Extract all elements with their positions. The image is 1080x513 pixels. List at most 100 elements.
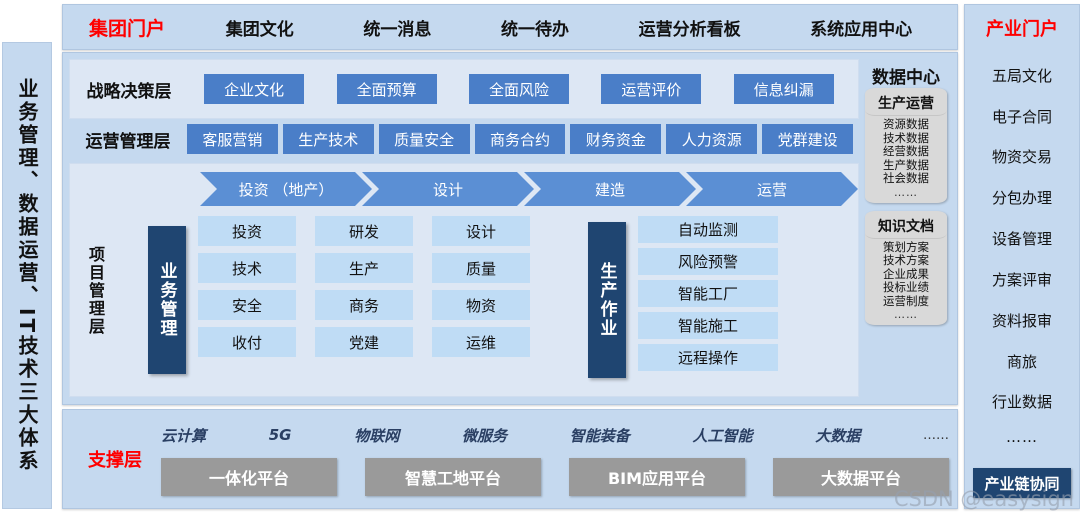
- project-cell-3-2[interactable]: 物资: [432, 290, 530, 320]
- group-portal-nav: 集团文化 统一消息 统一待办 运营分析看板 系统应用中心: [191, 15, 957, 40]
- data-center-column: 数据中心 生产运营 资源数据 技术数据 经营数据 生产数据 社会数据 …… 知识…: [861, 59, 951, 398]
- support-tech-ellipsis: ……: [922, 427, 949, 443]
- support-platform-list: 一体化平台 智慧工地平台 BIM应用平台 大数据平台: [161, 456, 949, 498]
- project-cell-2-2[interactable]: 商务: [315, 290, 413, 320]
- strategy-chip-1[interactable]: 全面预算: [336, 74, 437, 104]
- nav-item-0[interactable]: 集团文化: [225, 19, 294, 40]
- platform-3[interactable]: 大数据平台: [773, 458, 949, 496]
- project-column-2: 研发 生产 商务 党建: [315, 216, 413, 364]
- project-phase-flow: 投资 （地产） 设计 建造 运营: [200, 172, 848, 206]
- industry-portal-item-1[interactable]: 电子合同: [991, 107, 1052, 126]
- industry-portal-item-2[interactable]: 物资交易: [991, 148, 1052, 167]
- nav-item-1[interactable]: 统一消息: [363, 19, 432, 40]
- data-cylinder-0-items: 资源数据 技术数据 经营数据 生产数据 社会数据: [865, 116, 947, 186]
- support-tech-2: 物联网: [354, 426, 400, 445]
- data-item-0-1: 技术数据: [883, 130, 929, 145]
- operations-chip-0[interactable]: 客服营销: [187, 124, 278, 154]
- nav-item-2[interactable]: 统一待办: [500, 19, 569, 40]
- project-cell-3-0[interactable]: 设计: [432, 216, 530, 246]
- project-cell-3-3[interactable]: 运维: [432, 327, 530, 357]
- phase-arrow-2[interactable]: 建造: [524, 172, 696, 206]
- strategic-layer-label: 战略决策层: [86, 81, 172, 102]
- data-cylinder-1-ellipsis: ……: [894, 308, 918, 321]
- data-item-1-3: 投标业绩: [883, 280, 929, 294]
- data-item-0-3: 生产数据: [883, 157, 929, 172]
- project-layer-label-wrap: 项目管理层: [78, 216, 112, 366]
- operations-chip-2[interactable]: 质量安全: [378, 124, 470, 154]
- support-tech-0: 云计算: [161, 426, 207, 445]
- group-portal-bar: 集团门户 集团文化 统一消息 统一待办 运营分析看板 系统应用中心: [62, 4, 958, 50]
- industry-portal-item-0[interactable]: 五局文化: [991, 66, 1052, 85]
- operations-chip-3[interactable]: 商务合约: [474, 124, 566, 154]
- data-cylinder-1-items: 策划方案 技术方案 企业成果 投标业绩 运营制度: [865, 239, 947, 309]
- data-cylinder-0-head: 生产运营: [865, 90, 947, 116]
- operations-chip-5[interactable]: 人力资源: [666, 124, 758, 154]
- strategy-chip-0[interactable]: 企业文化: [204, 74, 305, 104]
- platform-1[interactable]: 智慧工地平台: [365, 458, 541, 496]
- strategy-chip-4[interactable]: 信息纠漏: [733, 74, 834, 104]
- industry-chain-collab-badge[interactable]: 产业链协同: [973, 468, 1071, 498]
- main-architecture-panel: 战略决策层 企业文化 全面预算 全面风险 运营评价 信息纠漏 运营管理层 客服营…: [62, 52, 958, 405]
- project-cell-3-1[interactable]: 质量: [432, 253, 530, 283]
- left-vertical-band: 业务管理、数据运营、IT技术三大体系: [2, 42, 52, 509]
- project-cell-1-1[interactable]: 技术: [198, 253, 296, 283]
- production-operation-bar: 生产作业: [588, 222, 626, 378]
- industry-portal-item-5[interactable]: 方案评审: [991, 270, 1052, 289]
- project-cell-1-2[interactable]: 安全: [198, 290, 296, 320]
- phase-arrow-0[interactable]: 投资 （地产）: [200, 172, 372, 206]
- support-tech-3: 微服务: [461, 426, 507, 445]
- project-cell-2-0[interactable]: 研发: [315, 216, 413, 246]
- project-cell-2-1[interactable]: 生产: [315, 253, 413, 283]
- project-cell-4-0[interactable]: 自动监测: [638, 216, 778, 243]
- phase-arrow-1[interactable]: 设计: [362, 172, 534, 206]
- nav-item-4[interactable]: 系统应用中心: [810, 19, 913, 40]
- data-cylinder-knowledge: 知识文档 策划方案 技术方案 企业成果 投标业绩 运营制度 ……: [865, 210, 947, 325]
- business-management-bar: 业务管理: [148, 226, 186, 374]
- data-item-1-2: 企业成果: [883, 266, 929, 281]
- data-item-0-4: 社会数据: [883, 171, 929, 185]
- data-item-1-0: 策划方案: [883, 239, 929, 254]
- support-tech-5: 人工智能: [692, 426, 753, 445]
- layers-column: 战略决策层 企业文化 全面预算 全面风险 运营评价 信息纠漏 运营管理层 客服营…: [69, 59, 859, 398]
- industry-portal-list: 五局文化 电子合同 物资交易 分包办理 设备管理 方案评审 资料报审 商旅 行业…: [965, 41, 1079, 468]
- nav-item-3[interactable]: 运营分析看板: [638, 19, 741, 40]
- operations-layer-chips: 客服营销 生产技术 质量安全 商务合约 财务资金 人力资源 党群建设: [187, 124, 857, 154]
- operations-chip-4[interactable]: 财务资金: [570, 124, 662, 154]
- project-management-layer: 项目管理层 投资 （地产） 设计 建造 运营 业务管理 投资 技术 安全 收付: [69, 163, 859, 397]
- data-cylinder-production: 生产运营 资源数据 技术数据 经营数据 生产数据 社会数据 ……: [865, 88, 947, 203]
- strategic-decision-layer: 战略决策层 企业文化 全面预算 全面风险 运营评价 信息纠漏: [69, 59, 859, 119]
- industry-portal-column: 产业门户 五局文化 电子合同 物资交易 分包办理 设备管理 方案评审 资料报审 …: [964, 4, 1080, 509]
- strategy-chip-2[interactable]: 全面风险: [468, 74, 569, 104]
- project-cell-1-0[interactable]: 投资: [198, 216, 296, 246]
- data-item-1-4: 运营制度: [883, 293, 929, 308]
- left-band-label: 业务管理、数据运营、IT技术三大体系: [15, 77, 39, 474]
- industry-portal-item-4[interactable]: 设备管理: [991, 230, 1052, 249]
- project-cell-1-3[interactable]: 收付: [198, 327, 296, 357]
- support-tech-list: 云计算 5G 物联网 微服务 智能装备 人工智能 大数据 ……: [161, 422, 953, 448]
- data-center-title: 数据中心: [872, 68, 940, 88]
- group-portal-title: 集团门户: [88, 17, 165, 40]
- industry-portal-item-6[interactable]: 资料报审: [991, 311, 1052, 330]
- industry-portal-item-3[interactable]: 分包办理: [991, 189, 1052, 208]
- project-cell-2-3[interactable]: 党建: [315, 327, 413, 357]
- project-column-3: 设计 质量 物资 运维: [432, 216, 530, 364]
- project-cell-4-4[interactable]: 远程操作: [638, 344, 778, 371]
- phase-arrow-3[interactable]: 运营: [686, 172, 858, 206]
- operations-chip-1[interactable]: 生产技术: [282, 124, 374, 154]
- platform-0[interactable]: 一体化平台: [161, 458, 337, 496]
- cylinder-spacer: [861, 203, 951, 211]
- strategy-chip-3[interactable]: 运营评价: [601, 74, 702, 104]
- support-layer-label: 支撑层: [88, 450, 142, 471]
- project-layer-label: 项目管理层: [86, 246, 105, 336]
- operations-chip-6[interactable]: 党群建设: [762, 124, 854, 154]
- support-tech-4: 智能装备: [569, 426, 630, 445]
- industry-portal-item-7[interactable]: 商旅: [1006, 352, 1037, 371]
- platform-2[interactable]: BIM应用平台: [569, 458, 745, 496]
- project-cell-4-2[interactable]: 智能工厂: [638, 280, 778, 307]
- operations-layer-label: 运营管理层: [85, 131, 171, 152]
- data-item-1-1: 技术方案: [883, 253, 929, 267]
- project-cell-4-1[interactable]: 风险预警: [638, 248, 778, 275]
- project-cell-4-3[interactable]: 智能施工: [638, 312, 778, 339]
- industry-portal-item-8[interactable]: 行业数据: [991, 393, 1052, 412]
